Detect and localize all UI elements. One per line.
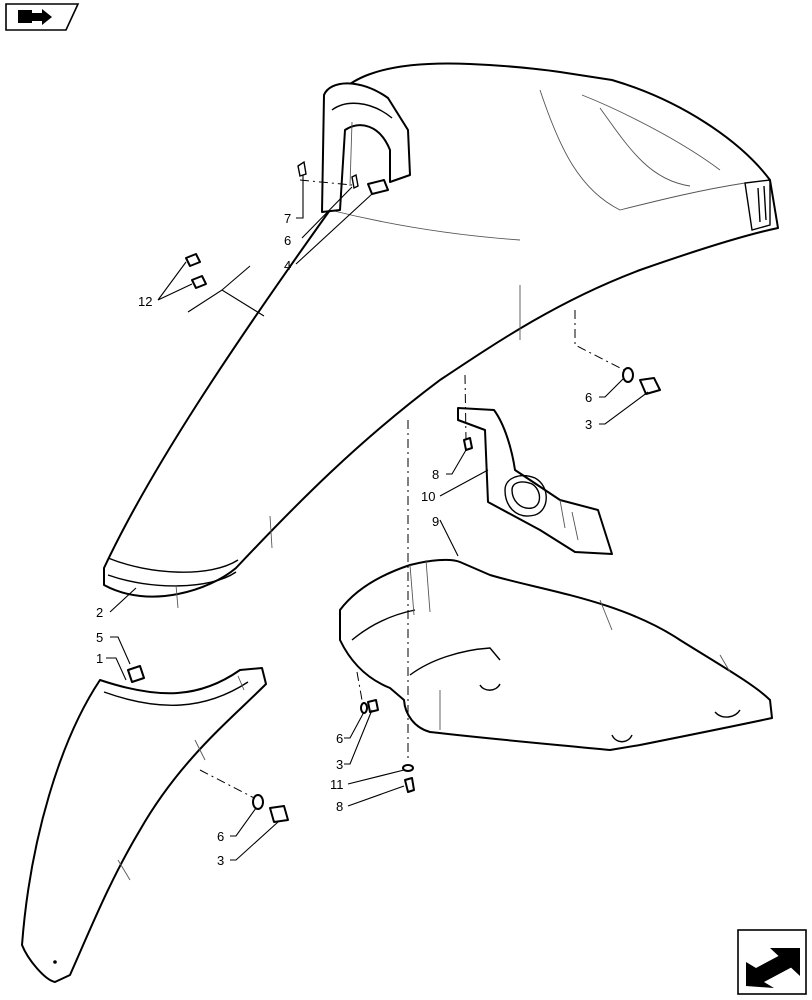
previous-section-nav[interactable] <box>5 3 80 31</box>
callout-7: 7 <box>284 211 291 226</box>
inner-liner-part-9 <box>339 558 773 751</box>
callout-11: 11 <box>330 777 344 792</box>
callout-6: 6 <box>585 390 592 405</box>
callout-9: 9 <box>432 514 439 529</box>
bracket-plate-part-10 <box>457 407 613 555</box>
assembly-centerlines <box>199 179 629 801</box>
callout-2: 2 <box>96 605 103 620</box>
callout-labels: 7 6 4 12 6 3 8 10 9 2 5 1 6 3 11 8 6 3 <box>96 211 592 868</box>
clip-part-5 <box>127 665 145 683</box>
callout-6: 6 <box>336 731 343 746</box>
callout-6: 6 <box>217 829 224 844</box>
callout-4: 4 <box>284 258 291 273</box>
callout-3: 3 <box>336 757 343 772</box>
callout-3: 3 <box>585 417 592 432</box>
callout-8: 8 <box>432 467 439 482</box>
callout-leaders <box>106 175 649 861</box>
mudguard-extension-part-1 <box>21 667 267 983</box>
callout-12: 12 <box>138 294 152 309</box>
callout-8: 8 <box>336 799 343 814</box>
callout-5: 5 <box>96 630 103 645</box>
callout-1: 1 <box>96 651 103 666</box>
book-arrow-icon <box>18 9 52 25</box>
callout-10: 10 <box>421 489 435 504</box>
callout-3: 3 <box>217 853 224 868</box>
callout-6: 6 <box>284 233 291 248</box>
mudguard-part-2 <box>103 62 779 609</box>
next-page-arrow-icon <box>746 948 800 988</box>
next-page-nav[interactable] <box>737 929 807 995</box>
break-symbol <box>187 265 265 317</box>
fastener-hardware <box>185 160 661 823</box>
